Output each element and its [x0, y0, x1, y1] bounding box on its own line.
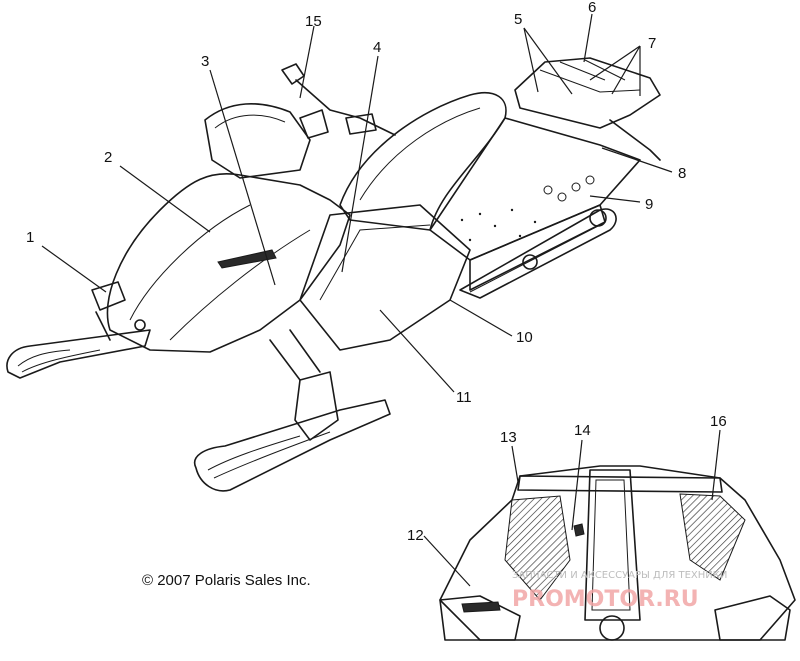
- watermark: ЗАПЧАСТИ И АКСЕССУАРЫ ДЛЯ ТЕХНИКИ PROMOT…: [512, 570, 727, 612]
- callout-4: 4: [373, 39, 381, 56]
- side-panel: [299, 204, 471, 351]
- copyright-notice: © 2007 Polaris Sales Inc.: [142, 572, 311, 589]
- watermark-logo: PROMOTOR.RU: [512, 587, 699, 612]
- callout-8: 8: [678, 165, 686, 182]
- callout-11: 11: [456, 389, 472, 406]
- leader-14: [571, 439, 583, 531]
- leader-8: [601, 147, 673, 173]
- callout-10: 10: [516, 329, 533, 346]
- callout-5: 5: [514, 11, 522, 28]
- leader-lines: [41, 13, 721, 587]
- leader-13: [511, 445, 519, 483]
- snowmobile-illustration: [6, 57, 661, 492]
- track-suspension: [459, 208, 617, 299]
- watermark-caption: ЗАПЧАСТИ И АКСЕССУАРЫ ДЛЯ ТЕХНИКИ: [512, 570, 727, 581]
- leader-5b: [523, 27, 573, 95]
- rear-rack: [514, 57, 661, 161]
- callout-6: 6: [588, 0, 596, 16]
- console-inset-illustration: [439, 465, 796, 641]
- leader-7a: [589, 45, 641, 81]
- leader-7b: [611, 45, 641, 95]
- leader-12: [423, 535, 471, 587]
- hood: [106, 173, 351, 353]
- leader-6: [583, 13, 593, 63]
- right-ski: [193, 329, 391, 492]
- callout-12: 12: [407, 527, 424, 544]
- callout-7: 7: [648, 35, 656, 52]
- leader-5a: [523, 27, 539, 93]
- handlebar: [281, 63, 396, 139]
- callout-2: 2: [104, 149, 112, 166]
- callout-13: 13: [500, 429, 517, 446]
- leader-10: [449, 299, 513, 337]
- callout-16: 16: [710, 413, 727, 430]
- callout-15: 15: [305, 13, 322, 30]
- leader-1: [41, 245, 107, 293]
- tunnel: [429, 117, 641, 291]
- left-ski: [6, 281, 151, 379]
- leader-11: [379, 309, 455, 393]
- windshield: [204, 103, 311, 179]
- seat: [339, 91, 507, 231]
- callout-9: 9: [645, 196, 653, 213]
- callout-labels: 1 2 3 4 5 6 7 8 9 10 11 12 13 14 15 16: [26, 0, 727, 544]
- callout-1: 1: [26, 229, 34, 246]
- leader-15: [299, 25, 315, 99]
- leader-16: [711, 429, 721, 501]
- leader-9: [589, 195, 641, 203]
- leader-2: [119, 165, 211, 233]
- leader-4: [341, 55, 379, 273]
- callout-3: 3: [201, 53, 209, 70]
- leader-3: [209, 69, 276, 286]
- callout-14: 14: [574, 422, 591, 439]
